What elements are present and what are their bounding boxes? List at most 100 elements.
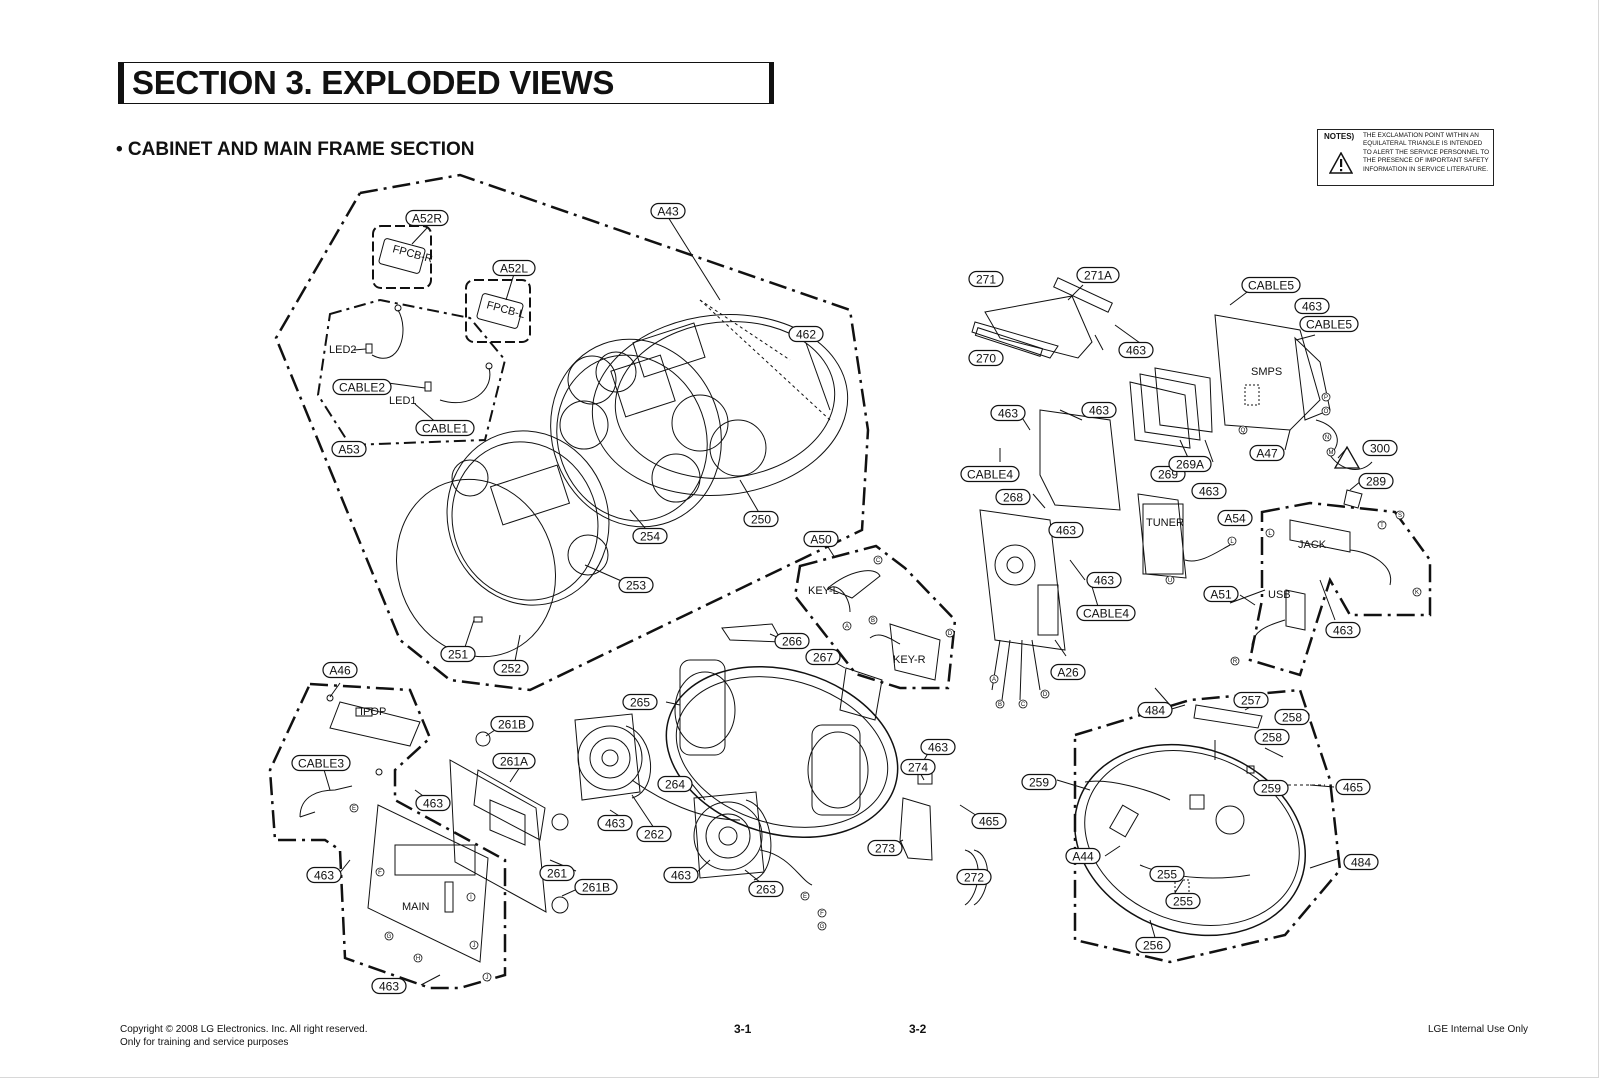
callout-271: 271 [968, 270, 1004, 288]
terminal-d: D [1040, 689, 1050, 699]
terminal-l: L [1265, 528, 1275, 538]
callout-a43: A43 [650, 202, 686, 220]
svg-text:289: 289 [1366, 475, 1386, 489]
callout-259: 259 [1021, 773, 1057, 791]
callout-463: 463 [1294, 297, 1330, 315]
svg-text:465: 465 [979, 815, 999, 829]
callout-a50: A50 [803, 530, 839, 548]
callout-463: 463 [306, 866, 342, 884]
label-smps: SMPS [1251, 366, 1282, 378]
callout-268: 268 [995, 488, 1031, 506]
label-jack: JACK [1298, 539, 1327, 551]
callout-a54: A54 [1217, 509, 1253, 527]
svg-text:F: F [378, 870, 382, 876]
svg-text:255: 255 [1157, 868, 1177, 882]
callout-273: 273 [867, 839, 903, 857]
svg-text:463: 463 [605, 817, 625, 831]
svg-text:270: 270 [976, 352, 996, 366]
callout-a44: A44 [1065, 847, 1101, 865]
callout-463: 463 [1191, 482, 1227, 500]
svg-text:N: N [1325, 435, 1329, 441]
group-main-pcb-outline [268, 682, 507, 990]
callout-255: 255 [1149, 865, 1185, 883]
notes-text: THE EXCLAMATION POINT WITHIN AN EQUILATE… [1363, 132, 1490, 173]
terminal-d: D [945, 628, 955, 638]
svg-text:250: 250 [751, 513, 771, 527]
terminal-m: M [1326, 447, 1336, 457]
svg-text:259: 259 [1029, 776, 1049, 790]
footer-copyright-line: Copyright © 2008 LG Electronics. Inc. Al… [120, 1024, 368, 1035]
svg-text:463: 463 [314, 869, 334, 883]
callout-250: 250 [743, 510, 779, 528]
svg-text:U: U [1168, 578, 1172, 584]
svg-text:P: P [1324, 395, 1328, 401]
svg-text:CABLE5: CABLE5 [1248, 279, 1294, 293]
footer-page-right: 3-2 [909, 1022, 927, 1036]
svg-text:264: 264 [665, 778, 685, 792]
callout-463: 463 [1048, 521, 1084, 539]
svg-text:463: 463 [1199, 485, 1219, 499]
callout-cable1: CABLE1 [415, 419, 475, 437]
svg-text:D: D [1043, 692, 1048, 698]
svg-text:L: L [1268, 531, 1272, 537]
callout-263: 263 [748, 880, 784, 898]
terminal-j: J [482, 972, 492, 982]
terminal-p: P [1321, 392, 1331, 402]
terminal-f: F [817, 908, 827, 918]
svg-text:268: 268 [1003, 491, 1023, 505]
svg-text:D: D [948, 631, 953, 637]
footer-copyright: Copyright © 2008 LG Electronics. Inc. Al… [120, 1023, 367, 1049]
svg-text:259: 259 [1261, 782, 1281, 796]
callout-cable3: CABLE3 [291, 754, 351, 772]
terminal-k: K [1412, 587, 1422, 597]
warning-triangle-icon [1329, 152, 1353, 174]
svg-text:261B: 261B [498, 718, 526, 732]
group-front-cabinet-outline [274, 173, 870, 692]
svg-text:271A: 271A [1084, 269, 1112, 283]
svg-text:CABLE3: CABLE3 [298, 757, 344, 771]
svg-text:A54: A54 [1224, 512, 1246, 526]
terminal-h: H [413, 953, 423, 963]
group-rear-cabinet-outline [1073, 688, 1342, 964]
callout-463: 463 [1081, 401, 1117, 419]
svg-text:I: I [470, 895, 472, 901]
section-subtitle: • CABINET AND MAIN FRAME SECTION [116, 139, 475, 160]
svg-text:463: 463 [1094, 574, 1114, 588]
footer-page-left: 3-1 [734, 1022, 752, 1036]
svg-text:J: J [473, 943, 476, 949]
svg-text:O: O [1324, 409, 1329, 415]
svg-text:266: 266 [782, 635, 802, 649]
terminal-i: I [466, 892, 476, 902]
svg-text:B: B [871, 618, 875, 624]
label-key-l: KEY-L [808, 585, 839, 597]
callout-258: 258 [1274, 708, 1310, 726]
svg-text:A47: A47 [1256, 447, 1278, 461]
svg-text:E: E [352, 806, 356, 812]
callout-484: 484 [1343, 853, 1379, 871]
notes-label: NOTES) [1324, 132, 1355, 141]
group-jack-usb-outline [1248, 501, 1432, 677]
terminal-u: U [1165, 575, 1175, 585]
terminal-c: C [873, 555, 883, 565]
callout-463: 463 [597, 814, 633, 832]
svg-text:CABLE1: CABLE1 [422, 422, 468, 436]
terminal-n: N [1322, 432, 1332, 442]
terminal-c: C [1018, 699, 1028, 709]
svg-text:A50: A50 [810, 533, 832, 547]
callout-259: 259 [1253, 779, 1289, 797]
label-led2: LED2 [329, 344, 357, 356]
callout-a47: A47 [1249, 444, 1285, 462]
callout-a46: A46 [322, 661, 358, 679]
callout-484: 484 [1137, 701, 1173, 719]
callout-a53: A53 [331, 440, 367, 458]
callout-262: 262 [636, 825, 672, 843]
label-main: MAIN [402, 901, 430, 913]
svg-text:253: 253 [626, 579, 646, 593]
svg-text:CABLE2: CABLE2 [339, 381, 385, 395]
callout-463: 463 [663, 866, 699, 884]
svg-text:C: C [1021, 702, 1026, 708]
svg-text:J: J [486, 975, 489, 981]
callout-252: 252 [493, 659, 529, 677]
terminal-e: E [349, 803, 359, 813]
